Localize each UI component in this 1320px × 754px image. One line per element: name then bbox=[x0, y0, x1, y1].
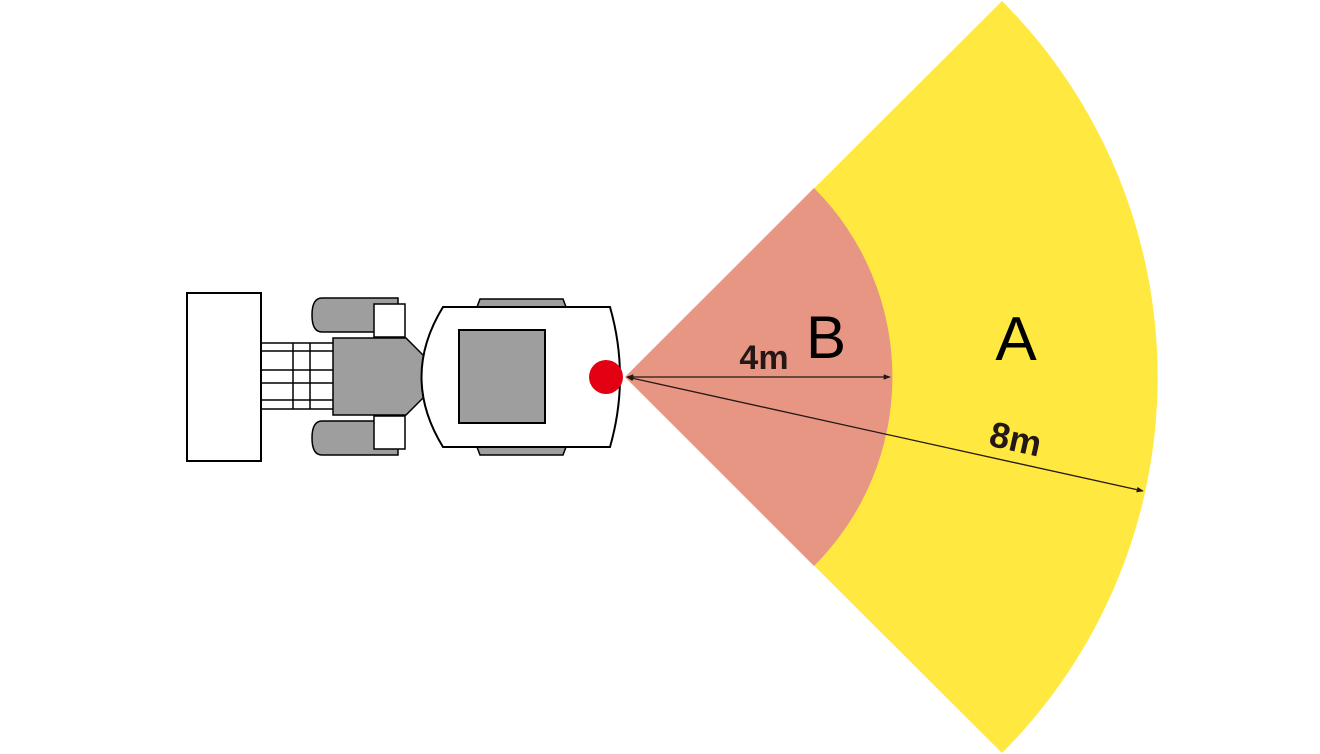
vehicle-frame bbox=[261, 342, 340, 410]
vehicle-articulation-joint bbox=[332, 337, 425, 416]
vehicle-wheel-front-top bbox=[475, 298, 568, 308]
vehicle bbox=[186, 292, 621, 462]
vehicle-axle-block-bottom bbox=[373, 415, 406, 450]
zone-b-radius-label: 4m bbox=[739, 339, 788, 377]
zone-a-label: A bbox=[995, 305, 1037, 374]
sensor-dot bbox=[589, 360, 623, 394]
zone-b-label: B bbox=[806, 304, 846, 371]
vehicle-rear-plate bbox=[186, 292, 262, 462]
vehicle-cab-roof bbox=[458, 329, 546, 424]
vehicle-wheel-front-bottom bbox=[475, 446, 568, 456]
vehicle-axle-block-top bbox=[373, 303, 406, 338]
radius-arrow-8m bbox=[626, 375, 1144, 493]
